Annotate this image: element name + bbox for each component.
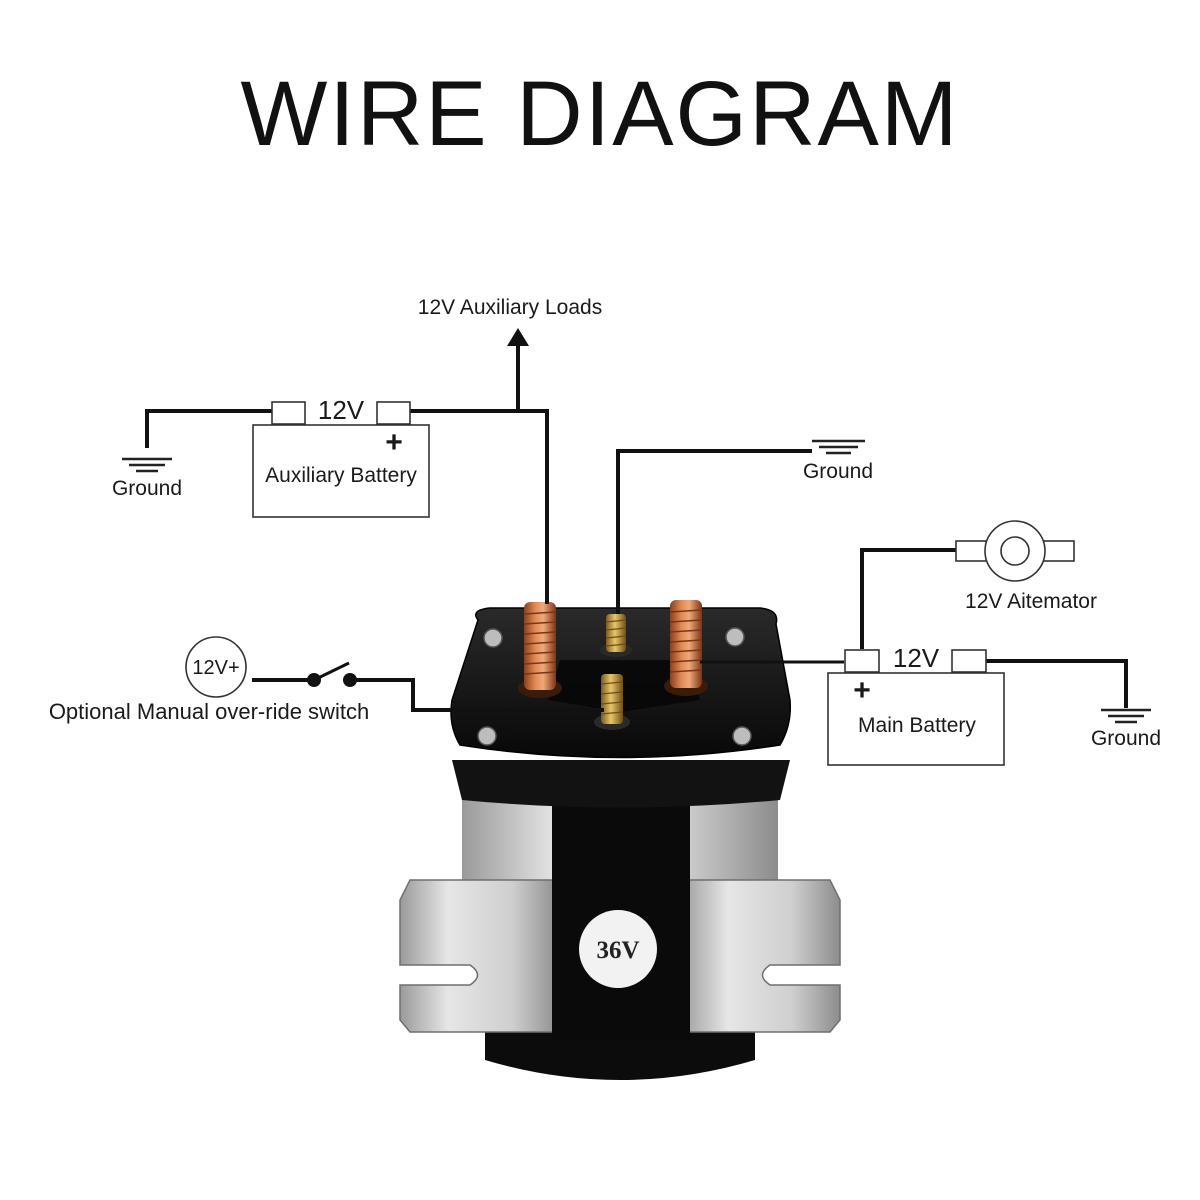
brass-stud-bottom	[594, 674, 630, 730]
main-battery-body	[827, 672, 1005, 766]
main-battery: 12V + Main Battery	[827, 643, 1005, 766]
main-battery-label: Main Battery	[858, 714, 976, 737]
main-battery-terminal	[951, 649, 987, 673]
wire-aux-ground	[145, 409, 272, 448]
switch-contact	[307, 673, 321, 687]
screw	[725, 627, 745, 647]
switch-supply-label: 12V+	[192, 657, 239, 679]
aux-battery-plus: +	[385, 426, 403, 459]
brass-stud-top	[600, 614, 632, 657]
solenoid-cap-lower	[452, 760, 790, 808]
aux-battery-label: Auxiliary Battery	[265, 464, 417, 487]
wire-coil-ground	[616, 449, 812, 614]
main-battery-terminal	[844, 649, 880, 673]
alternator-label: 12V Aitemator	[965, 590, 1097, 613]
wire-switch-to-solenoid	[350, 678, 604, 712]
aux-battery-body	[252, 424, 430, 518]
ground-icon	[122, 457, 172, 473]
ground-icon	[812, 439, 865, 455]
mounting-bracket	[399, 879, 561, 1033]
main-battery-plus: +	[853, 674, 871, 707]
copper-stud-left	[518, 602, 562, 698]
aux-battery-terminal	[271, 401, 306, 425]
alternator-icon	[955, 520, 1075, 582]
aux-loads-label: 12V Auxiliary Loads	[418, 296, 602, 319]
copper-stud-right	[664, 600, 708, 696]
arrow-up-icon	[507, 328, 529, 346]
wire-main-ground	[986, 659, 1128, 708]
page-title: WIRE DIAGRAM	[240, 63, 960, 165]
screw	[732, 726, 752, 746]
screw	[483, 628, 503, 648]
rating-badge	[579, 910, 657, 988]
wire-aux-positive	[410, 409, 549, 604]
mounting-bracket	[679, 879, 841, 1033]
solenoid-cap-center	[548, 660, 700, 712]
solenoid: 36V	[399, 600, 841, 1080]
ground-label-top: Ground	[803, 460, 873, 483]
ground-label-right: Ground	[1091, 727, 1161, 750]
rating-badge-label: 36V	[596, 937, 639, 964]
switch-supply: 12V+	[185, 636, 247, 698]
screw	[477, 726, 497, 746]
wire-alternator	[860, 548, 956, 649]
auxiliary-battery: 12V + Auxiliary Battery	[252, 395, 430, 518]
ground-icon	[1101, 708, 1151, 724]
wires	[145, 328, 1128, 712]
aux-battery-terminal	[376, 401, 411, 425]
main-battery-voltage: 12V	[893, 643, 940, 673]
ground-label-left: Ground	[112, 477, 182, 500]
switch-label: Optional Manual over-ride switch	[49, 699, 369, 724]
aux-battery-voltage: 12V	[318, 395, 365, 425]
